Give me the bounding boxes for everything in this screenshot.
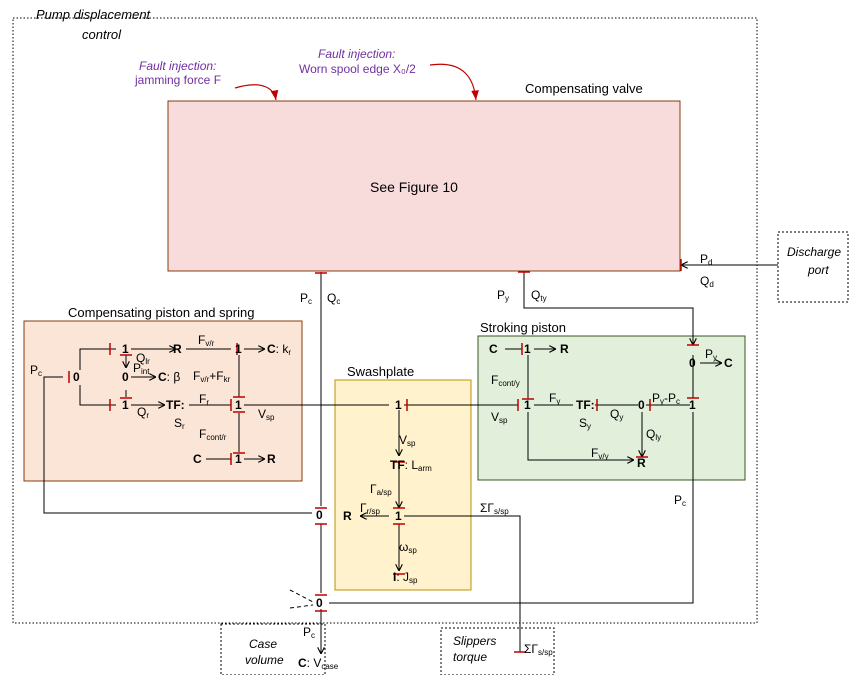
stroking-title: Stroking piston bbox=[480, 320, 566, 335]
stroke-one-right: 1 bbox=[689, 398, 696, 412]
stroke-c-right: C bbox=[724, 356, 733, 370]
discharge-label-1: Discharge bbox=[787, 245, 842, 259]
slippers-torque-box bbox=[440, 627, 555, 675]
compensating-valve-block bbox=[167, 100, 681, 272]
vsp-label-swash: Vsp bbox=[399, 433, 416, 448]
discharge-port-box bbox=[777, 231, 849, 303]
wsp-label: ωsp bbox=[399, 540, 417, 555]
comp-title: Compensating piston and spring bbox=[68, 305, 255, 320]
swash-one-top: 1 bbox=[395, 398, 402, 412]
py-label-top: Py bbox=[497, 288, 510, 303]
swash-i-jsp: I: Jsp bbox=[393, 570, 418, 585]
qlr-label: Qlr bbox=[136, 351, 150, 366]
qty-label: Qty bbox=[531, 288, 547, 303]
stroke-one-top: 1 bbox=[524, 342, 531, 356]
fvr-fkr-label: Fv/r+Fkr bbox=[193, 369, 231, 384]
vsp-label-left: Vsp bbox=[258, 407, 275, 422]
stroking-piston-block bbox=[477, 335, 746, 481]
pc-label-case: Pc bbox=[303, 625, 316, 640]
comp-one-junction-center: 1 bbox=[235, 398, 242, 412]
sgssp-label-top: ΣΓs/sp bbox=[480, 501, 509, 516]
stroke-r-bottom: R bbox=[637, 456, 646, 470]
stroke-c-top: C bbox=[489, 342, 498, 356]
c-beta-label: C: β bbox=[158, 370, 181, 384]
comp-zero-junction: 0 bbox=[73, 370, 80, 384]
outer-boundary bbox=[12, 17, 758, 624]
sr-label: Sr bbox=[174, 416, 185, 431]
c-kr-label: C: kr bbox=[267, 342, 292, 357]
py-label-right: Py bbox=[705, 347, 718, 362]
fault1-arrow bbox=[234, 84, 279, 101]
fcontr-label: Fcont/r bbox=[199, 427, 227, 442]
outer-title-line2: control bbox=[82, 27, 122, 42]
qd-label: Qd bbox=[700, 274, 714, 289]
stroke-tf: TF: bbox=[576, 398, 595, 412]
case-label-2: volume bbox=[245, 653, 284, 667]
swash-r: R bbox=[343, 509, 352, 523]
bottom-zero-lower: 0 bbox=[316, 596, 323, 610]
fvy-label: Fv/y bbox=[591, 446, 609, 461]
swashplate-block bbox=[334, 379, 472, 591]
qly-label: Qly bbox=[646, 427, 662, 442]
valve-content: See Figure 10 bbox=[370, 179, 458, 195]
comp-one-junction-topright: 1 bbox=[235, 342, 242, 356]
c-vcase-label: C: Vcase bbox=[298, 656, 339, 671]
comp-r-bottom: R bbox=[267, 452, 276, 466]
comp-one-junction-bottomright: 1 bbox=[235, 452, 242, 466]
sgssp-label-bottom: ΣΓs/sp bbox=[524, 642, 553, 657]
pypc-label: Py-Pc bbox=[652, 391, 681, 406]
fvr-label: Fv/r bbox=[198, 333, 215, 348]
qr-label: Qr bbox=[137, 405, 150, 420]
valve-title: Compensating valve bbox=[525, 81, 643, 96]
fault2-desc: Worn spool edge X₀/2 bbox=[299, 62, 416, 76]
qy-label: Qy bbox=[610, 407, 624, 422]
slippers-label-2: torque bbox=[453, 650, 488, 664]
comp-tf: TF: bbox=[166, 398, 185, 412]
fconty-label: Fcont/y bbox=[491, 373, 520, 388]
stroke-zero-right: 0 bbox=[689, 356, 696, 370]
comp-one-junction-top: 1 bbox=[122, 342, 129, 356]
compensating-piston-block bbox=[23, 320, 303, 482]
comp-r-top: R bbox=[173, 342, 182, 356]
pd-label: Pd bbox=[700, 252, 713, 267]
stroke-r-top: R bbox=[560, 342, 569, 356]
swash-title: Swashplate bbox=[347, 364, 415, 379]
outer-title-line1: Pump displacement bbox=[36, 7, 151, 22]
pc-label-right: Pc bbox=[674, 493, 687, 508]
fy-label: Fy bbox=[549, 391, 561, 406]
discharge-label-2: port bbox=[808, 263, 829, 277]
fault1-title: Fault injection: bbox=[139, 59, 217, 73]
slippers-label-1: Slippers bbox=[453, 634, 497, 648]
comp-one-junction-bottom: 1 bbox=[122, 398, 129, 412]
sy-label: Sy bbox=[579, 416, 592, 431]
fault2-title: Fault injection: bbox=[318, 47, 396, 61]
stroke-zero-center: 0 bbox=[638, 398, 645, 412]
fault2-arrow bbox=[429, 63, 479, 101]
case-volume-box bbox=[220, 623, 326, 675]
swash-one-bottom: 1 bbox=[395, 509, 402, 523]
vsp-label-stroke: Vsp bbox=[491, 410, 508, 425]
bottom-zero-upper: 0 bbox=[316, 508, 323, 522]
gasp-label: Γa/sp bbox=[370, 482, 392, 497]
pint-label: Pint bbox=[133, 361, 150, 376]
comp-c-bottom: C bbox=[193, 452, 202, 466]
fr-label: Fr bbox=[199, 392, 210, 407]
fault1-desc: jamming force F bbox=[135, 73, 222, 87]
qc-label: Qc bbox=[327, 291, 341, 306]
pc-label-top: Pc bbox=[300, 291, 313, 306]
case-label-1: Case bbox=[249, 637, 278, 651]
pc-label-left: Pc bbox=[30, 363, 43, 378]
comp-zero-junction-mid: 0 bbox=[122, 370, 129, 384]
stroke-one-center: 1 bbox=[524, 398, 531, 412]
grsp-label: Γr/sp bbox=[360, 501, 380, 516]
swash-tf-larm: TF: Larm bbox=[390, 458, 432, 473]
